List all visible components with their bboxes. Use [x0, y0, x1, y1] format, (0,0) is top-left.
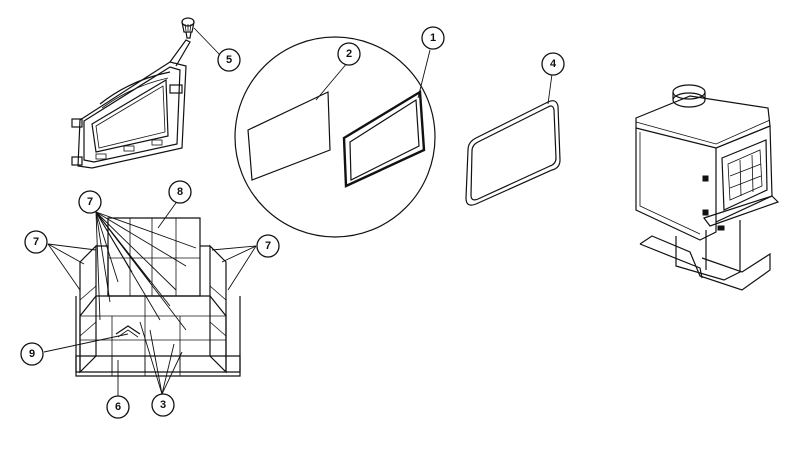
callout-5: 5: [217, 48, 241, 72]
firebrick-set: [75, 217, 241, 377]
callout-3: 3: [151, 393, 175, 417]
callout-6: 6: [106, 395, 130, 419]
callout-4: 4: [541, 52, 565, 76]
callout-2: 2: [337, 42, 361, 66]
callout-4-label: 4: [550, 58, 557, 70]
glass-pane: [247, 91, 331, 181]
callout-7-right: 7: [256, 234, 280, 258]
glass-detail-circle: [234, 36, 436, 238]
callout-7-left: 7: [24, 230, 48, 254]
stove-door: [71, 39, 191, 169]
leader-lines: [43, 27, 553, 396]
callout-6-label: 6: [115, 401, 121, 413]
callout-8-label: 8: [177, 186, 183, 198]
door-gasket: [465, 100, 561, 206]
callout-7-right-label: 7: [265, 240, 271, 252]
callout-7-left-label: 7: [33, 236, 39, 248]
callout-7-top-label: 7: [87, 196, 93, 208]
callout-1-label: 1: [430, 32, 436, 44]
wood-stove: [635, 84, 780, 291]
callout-9: 9: [20, 342, 44, 366]
callout-8: 8: [168, 180, 192, 204]
callout-3-label: 3: [160, 399, 166, 411]
door-handle-knob: [181, 17, 195, 39]
callout-1: 1: [421, 26, 445, 50]
callout-7-top: 7: [78, 190, 102, 214]
callout-5-label: 5: [226, 54, 232, 66]
glass-gasket-frame: [342, 89, 426, 188]
callout-2-label: 2: [346, 48, 352, 60]
callout-9-label: 9: [29, 348, 35, 360]
